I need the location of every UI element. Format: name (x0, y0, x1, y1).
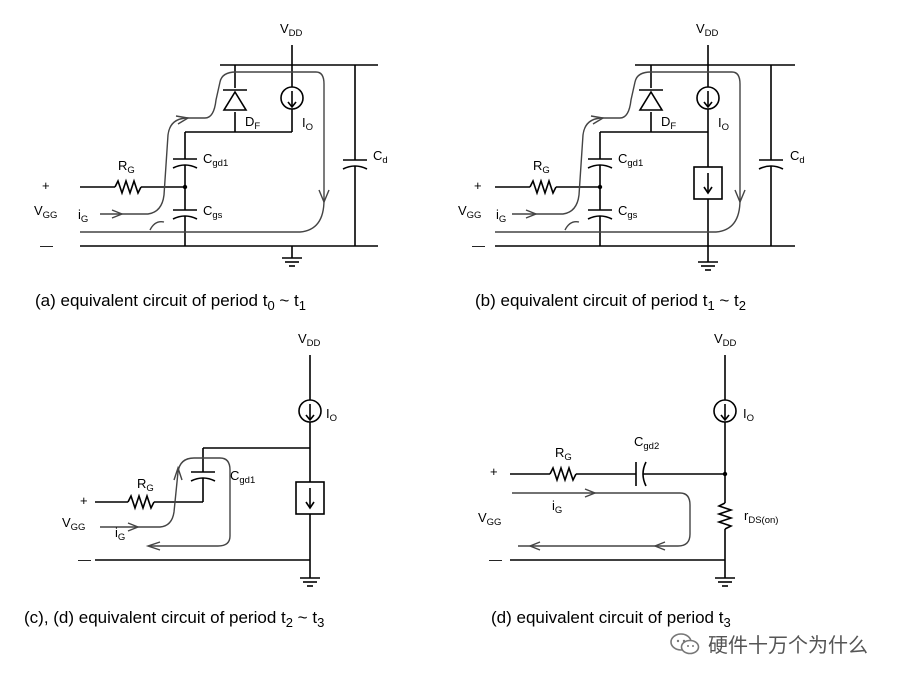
panel-a: VDD DF IO Cgd1 Cgs Cd RG + VGG iG — (a) … (34, 21, 388, 313)
panel-b: VDD DF IO Cgd1 Cgs Cd RG + VGG iG — (b) … (458, 21, 805, 313)
watermark: 硬件十万个为什么 (670, 629, 868, 658)
svg-text:VDD: VDD (298, 331, 321, 349)
svg-text:Cgd2: Cgd2 (634, 434, 659, 452)
svg-text:IO: IO (718, 115, 729, 133)
current-path-c (100, 457, 231, 547)
diode-df-b (638, 90, 664, 111)
svg-text:iG: iG (552, 498, 562, 516)
svg-text:IO: IO (302, 115, 313, 133)
plus-a: + (42, 178, 50, 193)
minus-c: — (78, 552, 91, 567)
current-path-a (100, 71, 325, 215)
minus-b: — (472, 238, 485, 253)
svg-text:VGG: VGG (62, 515, 85, 533)
wechat-icon (670, 632, 700, 654)
svg-text:DF: DF (245, 114, 260, 132)
svg-text:VDD: VDD (696, 21, 719, 39)
vdd-a-label: DD (289, 28, 303, 39)
resistor-rg (114, 178, 142, 196)
caption-b: (b) equivalent circuit of period t1 ~ t2 (475, 291, 746, 313)
svg-text:iG: iG (496, 207, 506, 225)
resistor-rds (716, 502, 734, 530)
resistor-rg-d (549, 465, 577, 483)
svg-text:RG: RG (118, 158, 135, 176)
plus-c: + (80, 493, 88, 508)
ground-icon (282, 257, 302, 267)
svg-text:RG: RG (137, 476, 154, 494)
svg-text:Cd: Cd (373, 148, 388, 166)
svg-text:Cgd1: Cgd1 (618, 151, 643, 169)
current-path-d (512, 492, 691, 547)
svg-text:iG: iG (115, 525, 125, 543)
svg-text:VGG: VGG (478, 510, 501, 528)
plus-d: + (490, 464, 498, 479)
minus-a: — (40, 238, 53, 253)
resistor-rg-b (529, 178, 557, 196)
svg-text:IO: IO (326, 406, 337, 424)
resistor-rg-c (127, 493, 155, 511)
svg-text:Cgs: Cgs (618, 203, 638, 221)
caption-a: (a) equivalent circuit of period t0 ~ t1 (35, 291, 306, 313)
caption-d: (d) equivalent circuit of period t3 (491, 608, 731, 630)
ground-icon (300, 577, 320, 587)
svg-text:Cgd1: Cgd1 (230, 468, 255, 486)
svg-text:Cgd1: Cgd1 (203, 151, 228, 169)
diode-df (222, 90, 248, 111)
minus-d: — (489, 552, 502, 567)
ground-icon (715, 577, 735, 587)
svg-text:Cgs: Cgs (203, 203, 223, 221)
svg-text:DF: DF (661, 114, 676, 132)
panel-d: VDD IO Cgd2 RG + VGG iG rDS(on) — (d) eq… (478, 331, 778, 630)
svg-text:VGG: VGG (34, 203, 57, 221)
caption-c: (c), (d) equivalent circuit of period t2… (24, 608, 324, 630)
svg-text:IO: IO (743, 406, 754, 424)
svg-text:VDD: VDD (714, 331, 737, 349)
current-path-b (512, 71, 741, 215)
svg-text:Cd: Cd (790, 148, 805, 166)
plus-b: + (474, 178, 482, 193)
svg-text:RG: RG (533, 158, 550, 176)
ground-icon (698, 261, 718, 271)
watermark-text: 硬件十万个为什么 (708, 633, 868, 657)
svg-text:VDD: VDD (280, 21, 303, 39)
panel-c: VDD IO Cgd1 RG + VGG iG — (c), (d) equiv… (24, 331, 337, 630)
svg-text:RG: RG (555, 445, 572, 463)
svg-text:iG: iG (78, 207, 88, 225)
svg-text:rDS(on): rDS(on) (744, 508, 778, 526)
svg-text:VGG: VGG (458, 203, 481, 221)
